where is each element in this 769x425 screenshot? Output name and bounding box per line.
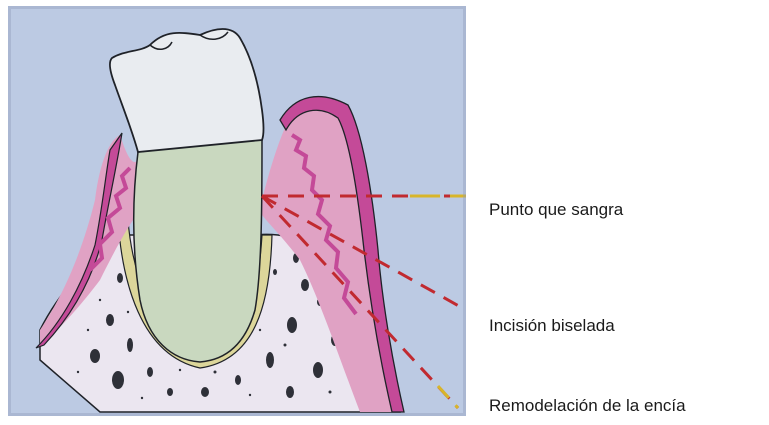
label-bevel-incision: Incisión biselada [489,317,615,334]
tooth-root [134,138,262,362]
label-gingiva-remodel: Remodelación de la encía [489,397,686,414]
label-bleeding-point: Punto que sangra [489,201,623,218]
